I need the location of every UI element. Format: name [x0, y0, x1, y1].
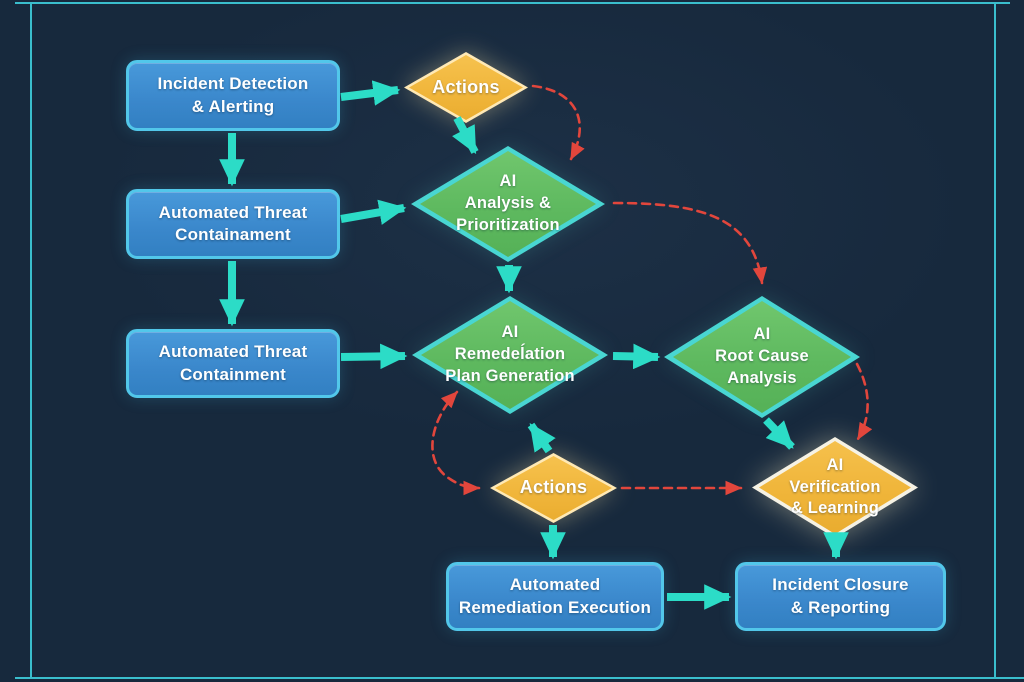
node-threat-containment: Automated Threat Containment [126, 329, 340, 398]
node-label: AI Remedeĺation Plan Generation [445, 323, 575, 385]
node-actions-bottom: Actions [490, 453, 617, 523]
node-label: Automated Threat Containment [158, 342, 308, 384]
node-label: AI Analysis & Prioritization [456, 172, 560, 234]
node-ai-root-cause: AI Root Cause Analysis [664, 296, 860, 418]
node-ai-remediation-plan: AI Remedeĺation Plan Generation [412, 296, 608, 414]
node-ai-verification: AI Verification & Learning [752, 437, 918, 538]
node-label: Automated Threat Containament [158, 202, 308, 244]
node-label: AI Verification & Learning [789, 455, 881, 518]
arrow-containment-to-remediation [340, 343, 408, 370]
node-label: Actions [519, 477, 588, 498]
node-label: Automated Remediation Execution [458, 575, 652, 617]
node-incident-closure: Incident Closure & Reporting [735, 562, 946, 631]
node-incident-detection: Incident Detection & Alerting [126, 60, 340, 131]
node-label: AI Root Cause Analysis [715, 325, 809, 387]
arrow-incident-to-actions [340, 80, 401, 106]
node-label: Incident Closure & Reporting [772, 575, 909, 617]
node-ai-analysis: AI Analysis & Prioritization [411, 146, 605, 262]
arrow-containament-to-analysis [340, 199, 407, 225]
node-remediation-execution: Automated Remediation Execution [446, 562, 664, 631]
node-label: Incident Detection & Alerting [157, 74, 309, 116]
arrow-actions-to-remediation-plan [527, 422, 556, 454]
node-threat-containament: Automated Threat Containament [126, 189, 340, 259]
node-actions-top: Actions [404, 52, 528, 123]
arrow-remediation-to-rootcause [612, 343, 661, 370]
node-label: Actions [432, 76, 500, 97]
dashed-analysis-to-rootcause [612, 201, 768, 285]
